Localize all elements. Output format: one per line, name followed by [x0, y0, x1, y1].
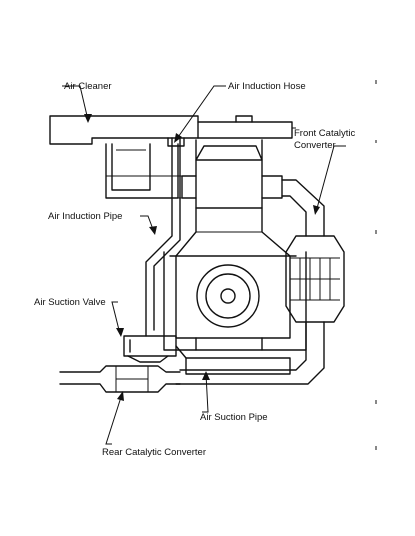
leader-air-suction-valve — [111, 301, 124, 337]
rear-exhaust-system — [59, 365, 181, 393]
label-air-suction-pipe: Air Suction Pipe — [200, 412, 268, 423]
air-induction-pipe — [145, 137, 185, 337]
leader-rear-catalytic-converter — [105, 391, 124, 445]
label-rear-catalytic-converter: Rear Catalytic Converter — [102, 447, 206, 458]
label-front-catalytic-converter-line2: Converter — [294, 140, 336, 151]
label-front-catalytic-converter-line1: Front Catalytic — [294, 128, 355, 139]
air-suction-valve — [123, 335, 177, 363]
leader-air-cleaner — [62, 85, 92, 123]
intermediate-exhaust-pipe — [175, 321, 325, 385]
air-cleaner — [49, 115, 296, 145]
leader-air-suction-pipe — [202, 371, 210, 413]
leader-front-catalytic-converter — [313, 145, 346, 215]
label-air-cleaner: Air Cleaner — [64, 81, 112, 92]
leader-air-induction-pipe — [140, 215, 157, 235]
leader-air-induction-hose — [174, 85, 226, 143]
engine-body — [163, 139, 307, 351]
front-catalytic-converter — [285, 235, 345, 323]
air-suction-pipe — [175, 345, 291, 375]
label-air-induction-hose: Air Induction Hose — [228, 81, 306, 92]
label-air-suction-valve: Air Suction Valve — [34, 297, 106, 308]
front-exhaust-pipe — [281, 179, 325, 237]
label-air-induction-pipe: Air Induction Pipe — [48, 211, 122, 222]
